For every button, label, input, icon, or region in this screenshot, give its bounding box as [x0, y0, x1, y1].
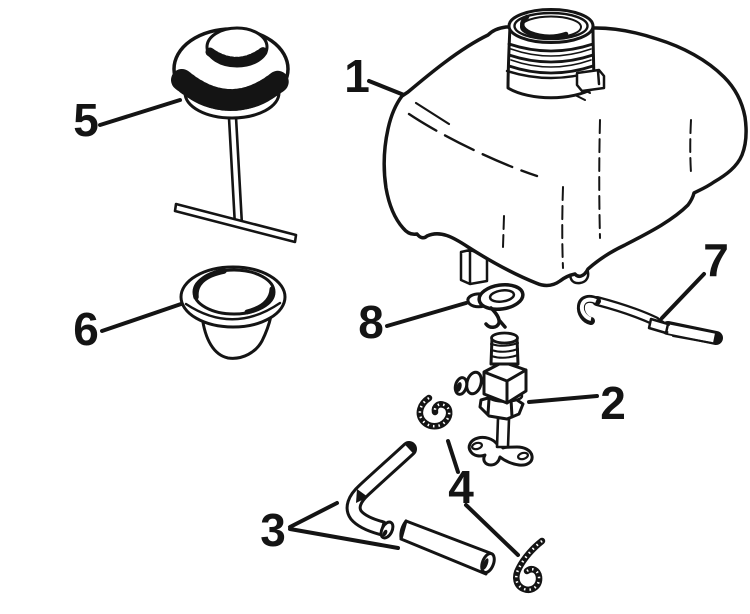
- tank-body-outline: [382, 25, 748, 288]
- gauge-t-bar: [173, 202, 298, 244]
- clip-leg: [484, 306, 507, 329]
- elbow-hose-bore: [382, 529, 388, 537]
- cap-knurl-band: [171, 69, 291, 111]
- callout-3: 3: [260, 504, 286, 556]
- hoses-drawing: [345, 441, 496, 576]
- bracket-blade-edge: [672, 335, 713, 344]
- valve-nipple-top: [490, 331, 519, 345]
- leader-line-5: [98, 98, 182, 127]
- callout-5: 5: [73, 94, 99, 146]
- filler-neck-tab: [575, 68, 606, 93]
- tank-highlight-mark: [414, 101, 451, 126]
- callout-6: 6: [73, 303, 99, 355]
- elbow-hose-core: [348, 445, 413, 533]
- leader-lines: [98, 79, 706, 557]
- leader-line-7: [660, 272, 706, 320]
- bracket-hook-core: [579, 297, 597, 321]
- tank-front-crease: [407, 112, 539, 178]
- mounting-bracket-drawing: [576, 294, 723, 345]
- valve-body-cube: [482, 360, 528, 405]
- hose-clamp-upper: [416, 394, 453, 430]
- straight-hose-left-end: [399, 519, 408, 540]
- clip-ring-inner: [488, 289, 516, 303]
- filter-cup-inner-shadow-left: [193, 268, 227, 300]
- callout-2: 2: [600, 377, 626, 429]
- fuel-tank-drawing: [382, 8, 748, 288]
- cap-knob-ticks: [205, 46, 269, 66]
- elbow-hose-bend-notch: [356, 489, 368, 503]
- hose-clamp-lower-serration: [515, 540, 543, 591]
- straight-hose-bore: [482, 558, 489, 570]
- leader-line-3: [288, 501, 400, 550]
- filler-neck-thread-echo: [510, 48, 592, 68]
- filter-cup-rim-outer: [179, 265, 287, 329]
- leader-line-8: [385, 301, 468, 328]
- filter-cup-inner-shadow-right: [244, 286, 275, 315]
- leader-line-2: [527, 394, 599, 404]
- clamps-drawing: [416, 394, 546, 593]
- callout-4: 4: [448, 461, 474, 513]
- straight-hose-body: [399, 519, 492, 576]
- valve-stem: [495, 416, 511, 449]
- valve-wing-hole-left: [471, 441, 483, 451]
- valve-wing-hole-right: [517, 451, 529, 461]
- callout-7: 7: [703, 234, 729, 286]
- fuel-cap-drawing: [171, 26, 298, 244]
- filler-neck-threads: [507, 42, 595, 75]
- leader-line-6: [100, 301, 186, 333]
- valve-nipple-threads: [490, 342, 519, 359]
- callout-labels: 1 2 3 4 5 6 7 8: [73, 50, 729, 556]
- bracket-joggle-plate: [647, 317, 670, 335]
- retainer-clip-drawing: [466, 282, 525, 329]
- gauge-rod: [227, 115, 244, 228]
- tank-crease-lines: [502, 119, 692, 269]
- callout-8: 8: [358, 296, 384, 348]
- filler-neck: [505, 8, 606, 100]
- filler-neck-rim-mid: [513, 11, 589, 41]
- filter-cup-rim-lip: [184, 301, 282, 321]
- valve-outlet-bore: [456, 382, 462, 392]
- valve-wing-base: [467, 435, 534, 467]
- callout-1: 1: [344, 50, 370, 102]
- leader-line-4: [446, 439, 520, 557]
- shutoff-valve-drawing: [453, 331, 534, 467]
- clip-ring-outer: [477, 282, 525, 312]
- filler-neck-rim-shadow: [520, 14, 569, 39]
- filter-cup-drawing: [179, 265, 287, 360]
